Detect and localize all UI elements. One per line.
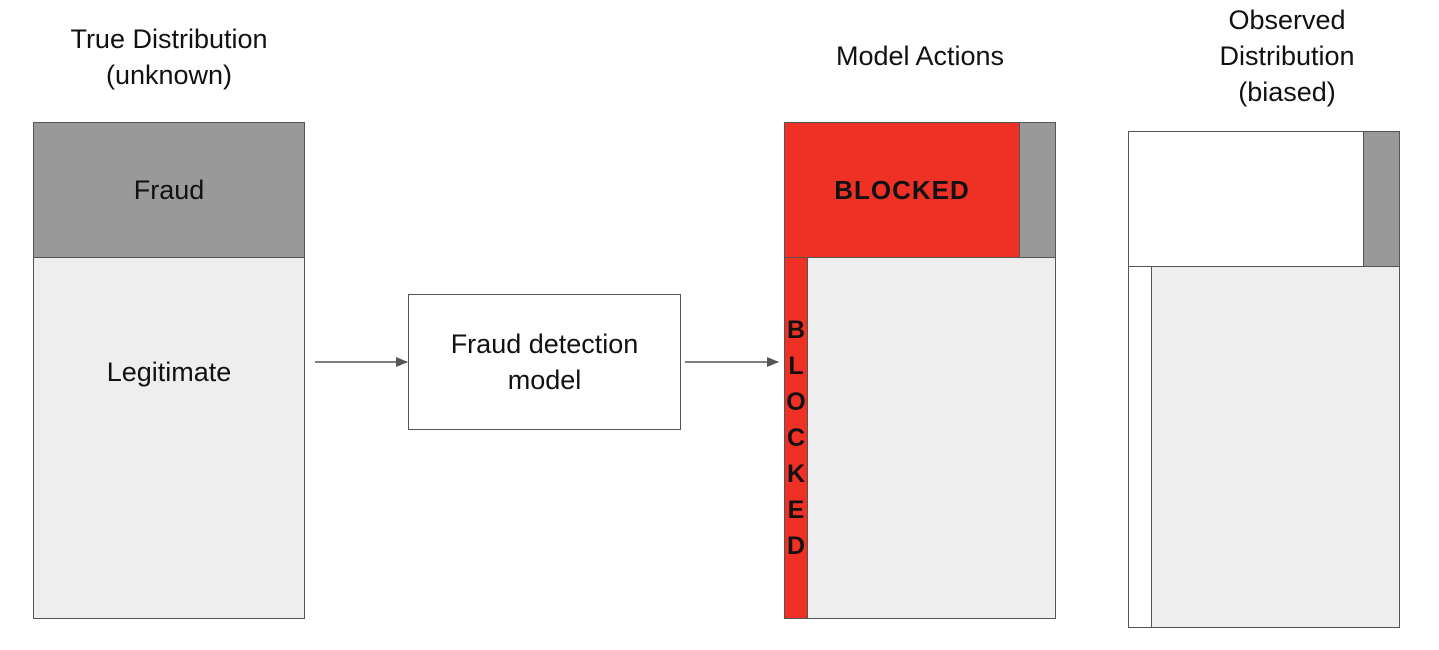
blocked-vertical-letter: B (786, 316, 806, 344)
blocked-vertical-letter: E (787, 496, 805, 524)
missed-fraud-block (1019, 122, 1056, 258)
true-fraud-label: Fraud (133, 174, 205, 205)
blocked-fraud-label: BLOCKED (834, 174, 970, 205)
blocked-vertical-letter: O (786, 388, 806, 416)
true-distribution-title-line2: (unknown) (105, 60, 233, 90)
observed-title-line3: (biased) (1238, 77, 1336, 107)
blocked-vertical-letter: C (786, 424, 806, 452)
observed-legitimate-block (1151, 266, 1400, 628)
model-label-line1: Fraud detection (450, 329, 639, 359)
true-distribution-title-line1: True Distribution (70, 24, 268, 54)
observed-blocked-empty-block (1128, 131, 1364, 267)
allowed-legitimate-block (807, 257, 1056, 619)
true-legitimate-block: Legitimate (33, 257, 305, 619)
observed-title-line1: Observed (1228, 5, 1346, 35)
model-actions-title: Model Actions (835, 41, 1005, 71)
observed-distribution-title: Observed Distribution (biased) (1172, 2, 1402, 110)
model-label-line2: model (507, 365, 582, 395)
blocked-vertical-letter: D (786, 532, 806, 560)
true-distribution-title: True Distribution (unknown) (33, 21, 305, 93)
observed-fraud-block (1363, 131, 1400, 267)
blocked-fraud-block: BLOCKED (784, 122, 1020, 258)
true-fraud-block: Fraud (33, 122, 305, 258)
observed-blocked-legitimate-empty-strip (1128, 266, 1152, 628)
blocked-vertical-letter: L (788, 352, 804, 380)
blocked-vertical-letter: K (786, 460, 806, 488)
true-legitimate-label: Legitimate (106, 356, 232, 387)
fraud-detection-model-box: Fraud detection model (408, 294, 681, 430)
observed-title-line2: Distribution (1219, 41, 1355, 71)
